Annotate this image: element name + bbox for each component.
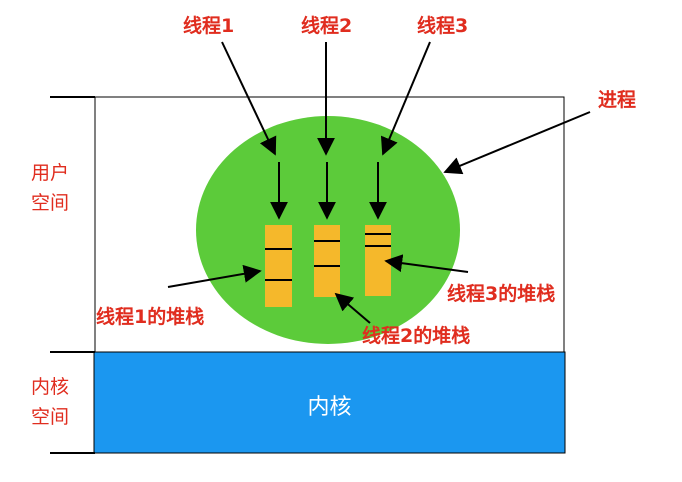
kernel-label: 内核 — [307, 395, 352, 420]
kernel-space-line2: 空间 — [30, 406, 69, 428]
thread2-stack — [314, 225, 340, 297]
stack1-label: 线程1的堆栈 — [96, 306, 205, 328]
kernel-space-label: 内核 空间 — [23, 372, 77, 432]
stack3-label: 线程3的堆栈 — [447, 283, 556, 305]
kernel-space-line1: 内核 — [30, 376, 69, 398]
thread1-stack — [265, 225, 292, 307]
thread1-arrow — [221, 41, 277, 156]
thread2-label: 线程2 — [301, 15, 353, 37]
thread3-label: 线程3 — [417, 15, 469, 37]
stack3-arrow — [384, 254, 469, 273]
process-arrow — [443, 111, 591, 175]
thread1-label: 线程1 — [183, 15, 235, 37]
user-space-line2: 空间 — [30, 192, 69, 214]
user-space-label: 用户 空间 — [23, 158, 77, 218]
stack1-arrow — [167, 264, 262, 288]
stack2-arrow — [334, 292, 371, 324]
kernel-block — [93, 351, 566, 454]
process-label: 进程 — [598, 89, 637, 111]
thread3-arrow — [380, 41, 431, 156]
stack2-label: 线程2的堆栈 — [362, 325, 471, 347]
user-space-line1: 用户 — [30, 162, 69, 184]
